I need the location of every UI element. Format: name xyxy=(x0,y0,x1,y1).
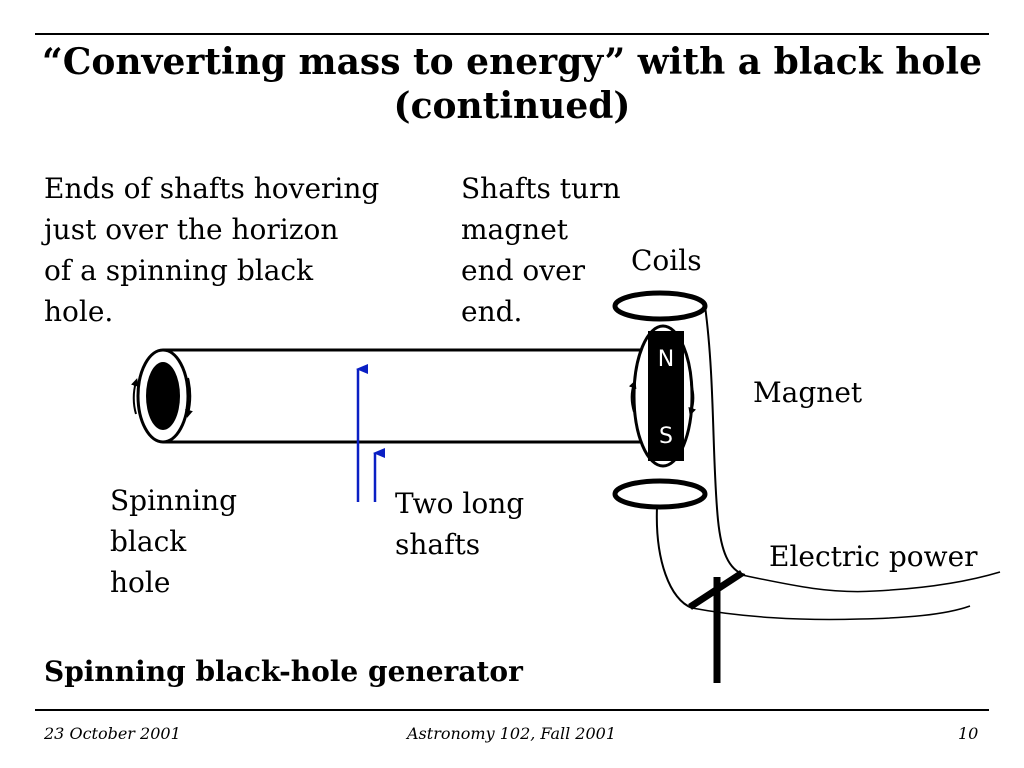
spinning-line-2: black xyxy=(110,525,187,558)
ends-line-1: Ends of shafts hovering xyxy=(44,172,380,205)
spin-arrow-left-icon xyxy=(131,378,139,415)
top-rule xyxy=(35,33,989,35)
upper-coil-wire xyxy=(704,305,746,576)
electric-power-label: Electric power xyxy=(769,540,978,573)
footer-course: Astronomy 102, Fall 2001 xyxy=(407,724,617,743)
shafts-turn-line-3: end over xyxy=(461,254,586,287)
upper-coil xyxy=(612,290,708,322)
two-long-shafts-label: Two long shafts xyxy=(395,483,524,565)
slide-title: “Converting mass to energy” with a black… xyxy=(35,40,989,128)
black-hole xyxy=(146,362,180,430)
ends-line-4: hole. xyxy=(44,295,114,328)
two-long-line-1: Two long xyxy=(395,487,525,520)
title-line-2: (continued) xyxy=(393,85,631,127)
spinning-line-1: Spinning xyxy=(110,484,238,517)
lower-coil-wire xyxy=(655,506,693,609)
coils-label: Coils xyxy=(631,244,702,277)
spin-arrow-right-icon xyxy=(185,377,193,418)
ends-line-2: just over the horizon xyxy=(44,213,339,246)
title-line-1: “Converting mass to energy” with a black… xyxy=(42,41,982,83)
footer-page-number: 10 xyxy=(958,724,979,743)
south-pole-label: S xyxy=(659,424,673,449)
shafts-turn-line-2: magnet xyxy=(461,213,569,246)
bottom-rule xyxy=(35,709,989,711)
switch-bar xyxy=(688,570,744,610)
north-pole-label: N xyxy=(658,347,674,372)
magnet-spin-arrow-right-icon xyxy=(688,383,697,416)
diagram-caption: Spinning black-hole generator xyxy=(44,655,523,688)
bar-magnet xyxy=(648,331,684,461)
power-line-lower xyxy=(691,605,971,621)
lower-coil xyxy=(612,478,708,510)
power-line-upper xyxy=(741,571,1001,593)
shafts-turn-line-1: Shafts turn xyxy=(461,172,621,205)
ends-line-3: of a spinning black xyxy=(44,254,314,287)
ends-of-shafts-label: Ends of shafts hovering just over the ho… xyxy=(44,168,379,332)
spinning-black-hole-label: Spinning black hole xyxy=(110,480,237,603)
two-long-line-2: shafts xyxy=(395,528,481,561)
shafts-turn-line-4: end. xyxy=(461,295,523,328)
spinning-line-3: hole xyxy=(110,566,171,599)
shafts-turn-label: Shafts turn magnet end over end. xyxy=(461,168,621,332)
magnet-label: Magnet xyxy=(753,376,863,409)
magnet-spin-arrow-left-icon xyxy=(628,380,637,413)
footer-date: 23 October 2001 xyxy=(44,724,181,743)
